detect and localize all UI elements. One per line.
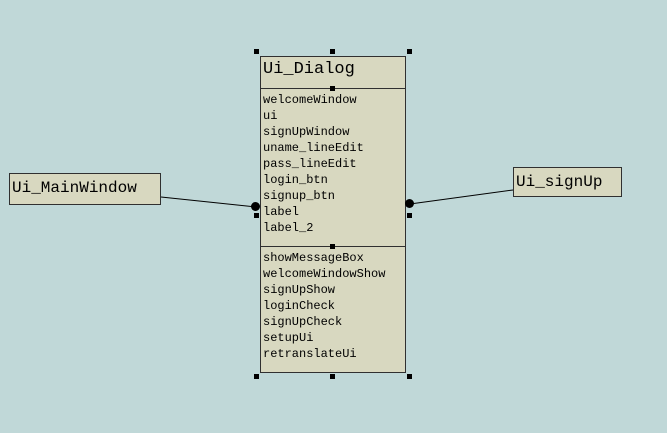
- resize-handle-top-left[interactable]: [254, 49, 259, 54]
- operation-item: welcomeWindowShow: [263, 267, 386, 281]
- association-endpoint-right[interactable]: [405, 199, 414, 208]
- class-name-ui-mainwindow: Ui_MainWindow: [12, 179, 137, 197]
- attribute-item: ui: [263, 109, 278, 123]
- attribute-item: signup_btn: [263, 189, 336, 203]
- operation-item: showMessageBox: [263, 251, 364, 265]
- class-name-compartment: Ui_Dialog: [261, 57, 405, 89]
- class-box-ui-dialog[interactable]: Ui_Dialog welcomeWindow ui signUpWindow …: [260, 56, 406, 373]
- class-name-ui-signup: Ui_signUp: [516, 173, 603, 191]
- resize-handle-top-right[interactable]: [407, 49, 412, 54]
- operation-list: showMessageBox welcomeWindowShow signUpS…: [263, 250, 385, 362]
- compartment-handle[interactable]: [330, 86, 335, 91]
- resize-handle-top[interactable]: [330, 49, 335, 54]
- class-box-ui-mainwindow[interactable]: Ui_MainWindow: [9, 173, 161, 205]
- operation-item: retranslateUi: [263, 347, 357, 361]
- operation-item: signUpShow: [263, 283, 336, 297]
- class-name-ui-dialog: Ui_Dialog: [263, 60, 355, 79]
- operation-item: signUpCheck: [263, 315, 343, 329]
- resize-handle-bottom[interactable]: [330, 374, 335, 379]
- resize-handle-right[interactable]: [407, 213, 412, 218]
- operation-item: setupUi: [263, 331, 314, 345]
- resize-handle-bottom-left[interactable]: [254, 374, 259, 379]
- attribute-item: welcomeWindow: [263, 93, 357, 107]
- attribute-item: pass_lineEdit: [263, 157, 357, 171]
- attribute-item: label_2: [263, 221, 314, 235]
- association-line-dialog-signup[interactable]: [409, 189, 514, 205]
- attribute-item: uname_lineEdit: [263, 141, 364, 155]
- attribute-list: welcomeWindow ui signUpWindow uname_line…: [263, 92, 364, 236]
- attribute-item: login_btn: [263, 173, 328, 187]
- operation-item: loginCheck: [263, 299, 336, 313]
- association-line-mainwindow-dialog[interactable]: [160, 196, 257, 208]
- resize-handle-bottom-right[interactable]: [407, 374, 412, 379]
- operations-compartment: showMessageBox welcomeWindowShow signUpS…: [261, 247, 405, 372]
- attribute-item: signUpWindow: [263, 125, 350, 139]
- attribute-item: label: [263, 205, 300, 219]
- attributes-compartment: welcomeWindow ui signUpWindow uname_line…: [261, 89, 405, 247]
- compartment-handle[interactable]: [330, 244, 335, 249]
- resize-handle-left[interactable]: [254, 213, 259, 218]
- class-box-ui-signup[interactable]: Ui_signUp: [513, 167, 622, 197]
- association-endpoint-left[interactable]: [251, 202, 260, 211]
